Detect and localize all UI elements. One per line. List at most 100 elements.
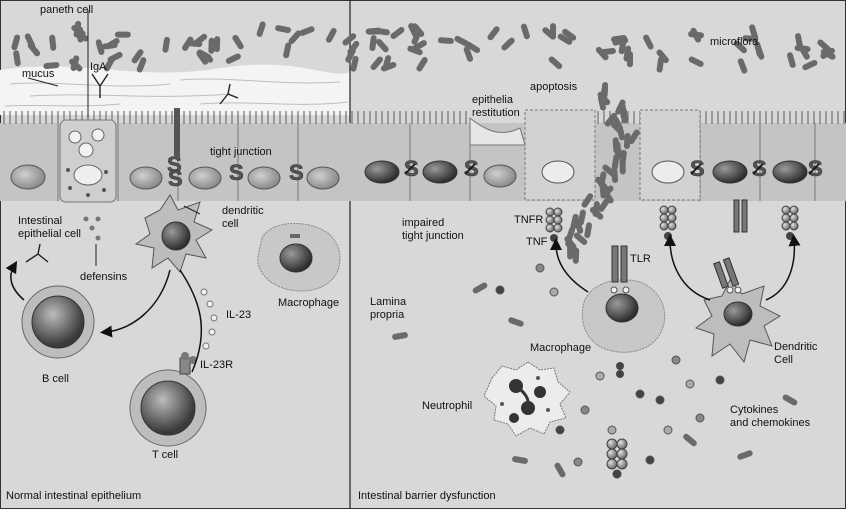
- label-tlr: TLR: [630, 253, 651, 265]
- pointer-lines: [27, 10, 201, 215]
- label-il23: IL-23: [226, 309, 251, 321]
- epithelial-nuclei: [10, 160, 808, 190]
- bacterium: [69, 58, 83, 72]
- label-cytokines-1: Cytokines: [730, 404, 779, 416]
- bacterium: [283, 42, 292, 59]
- bacterium: [623, 133, 631, 149]
- left-arrows: [5, 260, 203, 373]
- bacterium: [688, 56, 704, 67]
- label-apoptosis: apoptosis: [530, 81, 578, 93]
- bacterium: [755, 44, 765, 60]
- bacterium: [562, 28, 577, 41]
- t-cell: [129, 352, 207, 447]
- bacterium: [225, 53, 241, 64]
- bacterium: [795, 33, 803, 49]
- bacterium: [501, 37, 515, 51]
- bacterium: [416, 57, 428, 72]
- bacterium: [611, 167, 619, 183]
- label-restitution-1: epithelia: [472, 94, 514, 106]
- dendritic-cell-left: [134, 194, 214, 273]
- cytokine-dot: [685, 379, 695, 389]
- dendrite-extension: [174, 108, 180, 158]
- bacterium: [49, 34, 57, 51]
- bacterium: [573, 218, 584, 234]
- cytokine-dot: [555, 425, 565, 435]
- bacterium: [256, 21, 266, 37]
- bacterium: [690, 27, 702, 43]
- label-right-caption: Intestinal barrier dysfunction: [358, 490, 496, 502]
- iga-antibodies: [25, 73, 239, 263]
- bacterium: [437, 37, 454, 44]
- bacterium: [370, 56, 383, 71]
- bacteria-cluster: [11, 20, 836, 478]
- bacterium: [782, 394, 798, 406]
- cytokine-dot: [695, 413, 705, 423]
- right-arrows: [550, 234, 801, 301]
- bacterium: [548, 56, 563, 70]
- bacterium: [584, 222, 592, 239]
- bacterium: [512, 456, 528, 464]
- bacterium: [472, 282, 488, 294]
- cytokine-dot: [573, 457, 583, 467]
- bacterium: [542, 27, 557, 40]
- bacterium: [520, 23, 530, 40]
- label-microflora: microflora: [710, 36, 759, 48]
- label-dendritic-cell-2: cell: [222, 218, 239, 230]
- bacterium: [802, 59, 818, 71]
- label-lamina-1: Lamina: [370, 296, 407, 308]
- il23-dots: [200, 288, 218, 350]
- bacterium: [508, 317, 524, 327]
- label-defensins: defensins: [80, 271, 128, 283]
- cytokine-dot: [645, 455, 655, 465]
- bacterium: [213, 36, 221, 53]
- mucus-streaks: [4, 78, 349, 107]
- label-tnf: TNF: [526, 236, 548, 248]
- bacterium: [288, 30, 302, 44]
- bacterium: [616, 124, 626, 141]
- bacterium: [567, 243, 574, 260]
- label-t-cell: T cell: [152, 449, 178, 461]
- microvilli: [3, 111, 845, 124]
- bacterium: [598, 197, 610, 212]
- label-il23r: IL-23R: [200, 359, 233, 371]
- bacterium: [581, 193, 594, 208]
- bacterium: [454, 35, 470, 47]
- bacterium: [618, 38, 627, 55]
- cytokine-dot: [549, 287, 559, 297]
- bacterium: [487, 26, 500, 41]
- label-macrophage-left: Macrophage: [278, 297, 339, 309]
- label-macrophage-right: Macrophage: [530, 342, 591, 354]
- bacterium: [73, 31, 89, 42]
- bacterium: [347, 40, 360, 55]
- bacterium: [798, 45, 810, 60]
- bacterium: [375, 38, 389, 53]
- svg-text:S: S: [229, 160, 244, 185]
- label-restitution-2: restitution: [472, 107, 520, 119]
- neutrophil: [483, 361, 571, 437]
- tnfr-receptors: [545, 205, 799, 233]
- defensin-dots: [83, 216, 101, 241]
- bacterium: [787, 52, 796, 68]
- bacterium: [557, 33, 573, 45]
- bacterium: [554, 462, 566, 478]
- bacterium: [186, 40, 203, 48]
- tlr-epithelial: [733, 199, 740, 233]
- bacterium: [412, 40, 427, 51]
- bacterium: [817, 39, 831, 53]
- bacterium: [342, 33, 357, 46]
- bacterium: [600, 47, 616, 56]
- bacterium: [602, 189, 614, 204]
- bacterium: [643, 34, 654, 50]
- broken-junction-marks: [404, 163, 820, 175]
- bacterium: [604, 112, 618, 127]
- bacterium: [628, 129, 640, 145]
- bacterium: [196, 50, 209, 65]
- b-cell: [21, 285, 95, 359]
- bacterium: [619, 158, 626, 175]
- cytokine-dot: [671, 355, 681, 365]
- epithelial-layer: [0, 123, 846, 201]
- macrophage-left: [257, 222, 341, 292]
- bacterium: [597, 94, 607, 111]
- cytokine-dot: [595, 371, 605, 381]
